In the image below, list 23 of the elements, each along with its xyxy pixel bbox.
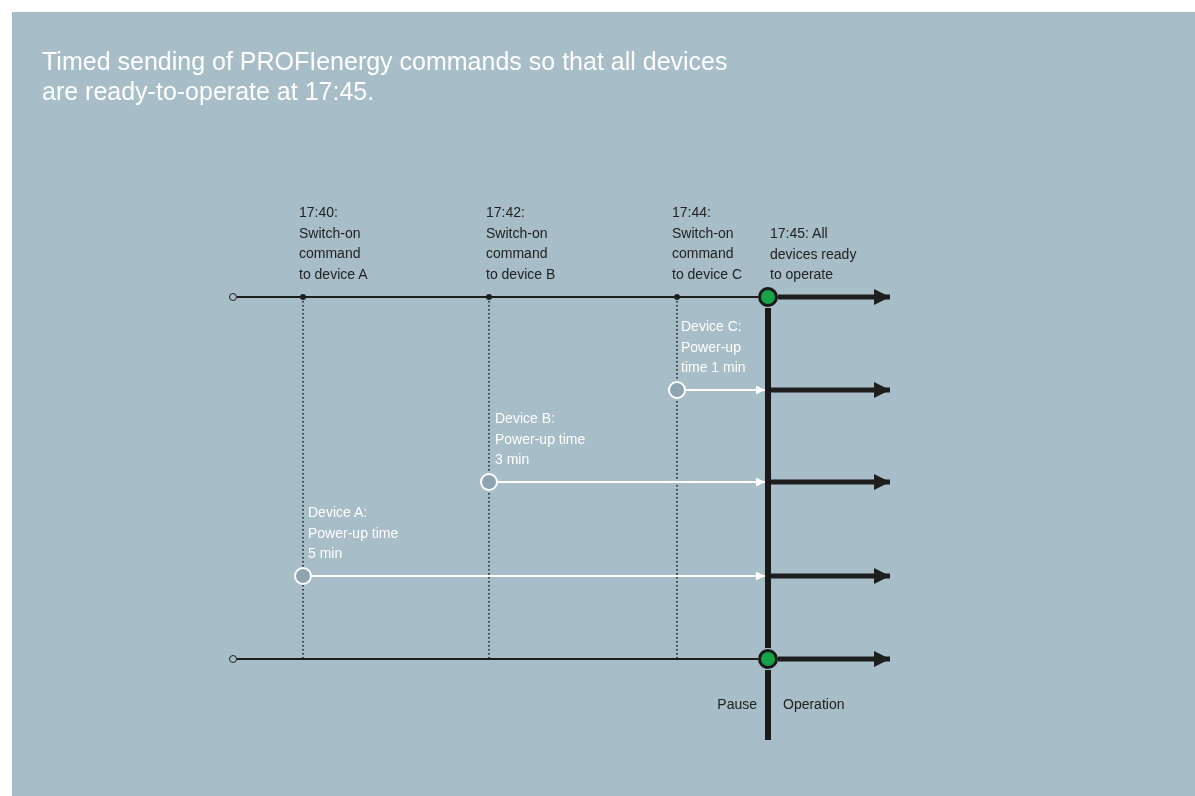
timeline-line <box>236 658 759 660</box>
command-label: 17:42: Switch-on command to device B <box>486 203 557 284</box>
arrow <box>771 568 890 584</box>
pause-operation-divider-bar <box>765 308 771 648</box>
ready-label: 17:45: All devices ready to operate <box>770 224 858 284</box>
arrow <box>311 571 766 581</box>
arrow <box>497 477 766 487</box>
start-circle <box>229 293 237 301</box>
phase-label: Pause <box>716 695 757 714</box>
timeline-line <box>236 296 759 298</box>
arrow <box>778 651 890 667</box>
title: Timed sending of PROFIenergy commands so that all devices are ready-to-operate at 17:45. <box>42 46 729 106</box>
command-label: 17:40: Switch-on command to device A <box>299 203 369 284</box>
arrow <box>685 385 766 395</box>
power-up-label: Device B: Power-up time 3 min <box>495 409 587 469</box>
command-label: 17:44: Switch-on command to device C <box>672 203 744 284</box>
arrow <box>771 474 890 490</box>
phase-label: Operation <box>783 695 846 714</box>
start-circle <box>229 655 237 663</box>
arrow <box>771 382 890 398</box>
power-up-label: Device A: Power-up time 5 min <box>308 503 400 563</box>
power-up-label: Device C: Power-up time 1 min <box>681 317 747 377</box>
arrow <box>778 289 890 305</box>
